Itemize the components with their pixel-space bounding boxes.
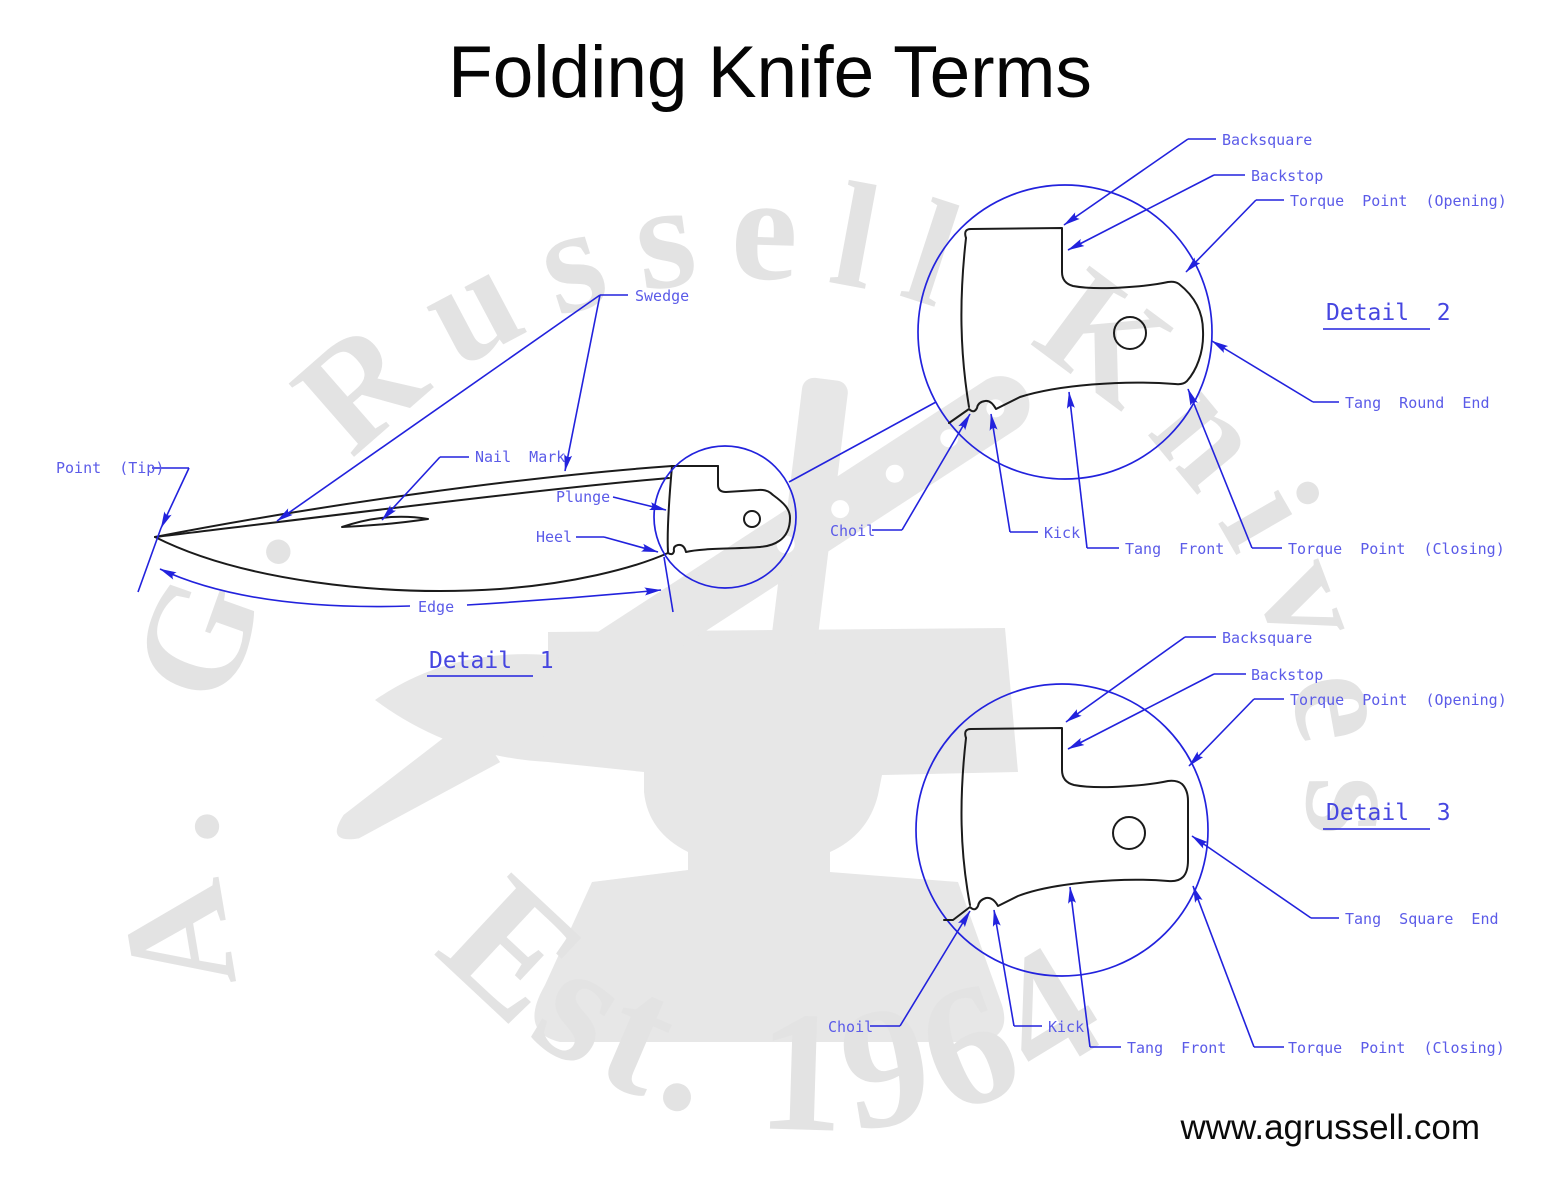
label-d3-kick: Kick bbox=[1048, 1018, 1084, 1036]
detail1-to-detail2-connector bbox=[788, 401, 937, 483]
detail1-zoom-circle bbox=[653, 445, 797, 589]
leader-point-tip-arrow bbox=[160, 467, 190, 529]
blade-swedge-line bbox=[154, 477, 670, 538]
label-d3-torque-opening: Torque Point (Opening) bbox=[1290, 691, 1507, 709]
label-d3-choil: Choil bbox=[828, 1018, 873, 1036]
leader-edge-right-arrow bbox=[466, 587, 662, 606]
blade-plunge-line bbox=[666, 465, 673, 553]
detail2-tang-outline bbox=[948, 227, 1205, 424]
detail1-title: Detail 1 bbox=[429, 648, 554, 674]
leader-d3-torque-closing-arrow bbox=[1192, 885, 1255, 1048]
leader-edge-left-arrow bbox=[159, 568, 411, 608]
detail1-labels: Point (Tip) Swedge Nail Mark Plunge Heel… bbox=[56, 287, 689, 677]
leader-d2-backstop-arrow bbox=[1067, 174, 1215, 251]
leader-point-tip-extension bbox=[137, 527, 162, 593]
label-d2-torque-closing: Torque Point (Closing) bbox=[1288, 540, 1505, 558]
detail2-zoom-circle bbox=[917, 184, 1213, 480]
label-d3-backsquare: Backsquare bbox=[1222, 629, 1312, 647]
label-nail-mark: Nail Mark bbox=[475, 448, 565, 466]
detail3-title: Detail 3 bbox=[1326, 800, 1451, 826]
label-d2-kick: Kick bbox=[1044, 524, 1080, 542]
leader-heel-witness-line bbox=[663, 556, 674, 613]
blade-nail-mark bbox=[341, 515, 429, 528]
detail1-blade-drawing bbox=[154, 445, 797, 592]
blade-pivot-hole bbox=[743, 510, 761, 528]
leader-d2-tang-front-arrow bbox=[1066, 391, 1088, 549]
detail2-drawing bbox=[917, 184, 1213, 480]
leader-d3-backstop-arrow bbox=[1067, 673, 1215, 750]
leader-d2-torque-closing-arrow bbox=[1187, 388, 1253, 549]
detail3-labels: Backsquare Backstop Torque Point (Openin… bbox=[828, 629, 1507, 1057]
detail2-title: Detail 2 bbox=[1326, 300, 1451, 326]
detail1-leaders bbox=[137, 294, 937, 613]
leader-d3-kick-arrow bbox=[992, 909, 1015, 1027]
leader-nail-mark-arrow bbox=[381, 456, 441, 521]
label-swedge: Swedge bbox=[635, 287, 689, 305]
label-d2-backstop: Backstop bbox=[1251, 167, 1323, 185]
label-edge: Edge bbox=[418, 598, 454, 616]
rivet bbox=[885, 464, 904, 483]
leader-d2-backsquare-arrow bbox=[1063, 138, 1189, 226]
leader-d2-torque-opening-arrow bbox=[1185, 199, 1257, 273]
blade-edge-belly bbox=[154, 536, 669, 592]
label-d3-tang-square-end: Tang Square End bbox=[1345, 910, 1499, 928]
label-point-tip: Point (Tip) bbox=[56, 459, 164, 477]
detail2-labels: Backsquare Backstop Torque Point (Openin… bbox=[830, 131, 1507, 558]
detail3-leaders bbox=[870, 636, 1339, 1048]
label-heel: Heel bbox=[536, 528, 572, 546]
detail2-leaders bbox=[872, 138, 1339, 549]
label-d2-choil: Choil bbox=[830, 522, 875, 540]
label-d2-tang-round-end: Tang Round End bbox=[1345, 394, 1490, 412]
leader-heel-arrow bbox=[603, 536, 659, 553]
leader-d2-kick-arrow bbox=[989, 413, 1011, 533]
leader-d3-choil-arrow bbox=[899, 910, 971, 1027]
leader-d3-tang-square-end-arrow bbox=[1191, 835, 1312, 919]
leader-d3-backsquare-arrow bbox=[1065, 636, 1186, 723]
leader-d2-tang-round-end-arrow bbox=[1211, 340, 1314, 403]
leader-d3-tang-front-arrow bbox=[1068, 886, 1091, 1048]
detail3-blade-front-line bbox=[960, 737, 971, 906]
detail3-pivot-hole bbox=[1112, 816, 1146, 850]
label-d3-torque-closing: Torque Point (Closing) bbox=[1288, 1039, 1505, 1057]
knife-blade bbox=[336, 716, 501, 840]
anvil-and-knife-logo-icon bbox=[336, 376, 1030, 1043]
blade-spine-line bbox=[154, 465, 719, 538]
rivet bbox=[831, 500, 850, 519]
blade-tang-outline bbox=[667, 465, 791, 556]
website-url: www.agrussell.com bbox=[1179, 1108, 1480, 1147]
detail3-tang-outline bbox=[943, 727, 1189, 921]
label-d3-backstop: Backstop bbox=[1251, 666, 1323, 684]
detail3-zoom-circle bbox=[915, 683, 1209, 977]
leader-plunge-arrow bbox=[612, 496, 667, 511]
detail3-drawing bbox=[915, 683, 1209, 977]
leader-swedge-arrow-1 bbox=[276, 294, 601, 522]
label-plunge: Plunge bbox=[556, 488, 610, 506]
leader-d3-torque-opening-arrow bbox=[1188, 698, 1255, 767]
label-d2-backsquare: Backsquare bbox=[1222, 131, 1312, 149]
label-d3-tang-front: Tang Front bbox=[1127, 1039, 1226, 1057]
detail2-pivot-hole bbox=[1113, 316, 1147, 350]
label-d2-torque-opening: Torque Point (Opening) bbox=[1290, 192, 1507, 210]
leader-swedge-arrow-2 bbox=[564, 294, 601, 472]
detail2-blade-front-line bbox=[960, 237, 970, 408]
label-d2-tang-front: Tang Front bbox=[1125, 540, 1224, 558]
leader-d2-choil-arrow bbox=[901, 413, 971, 531]
page-title: Folding Knife Terms bbox=[448, 32, 1092, 113]
